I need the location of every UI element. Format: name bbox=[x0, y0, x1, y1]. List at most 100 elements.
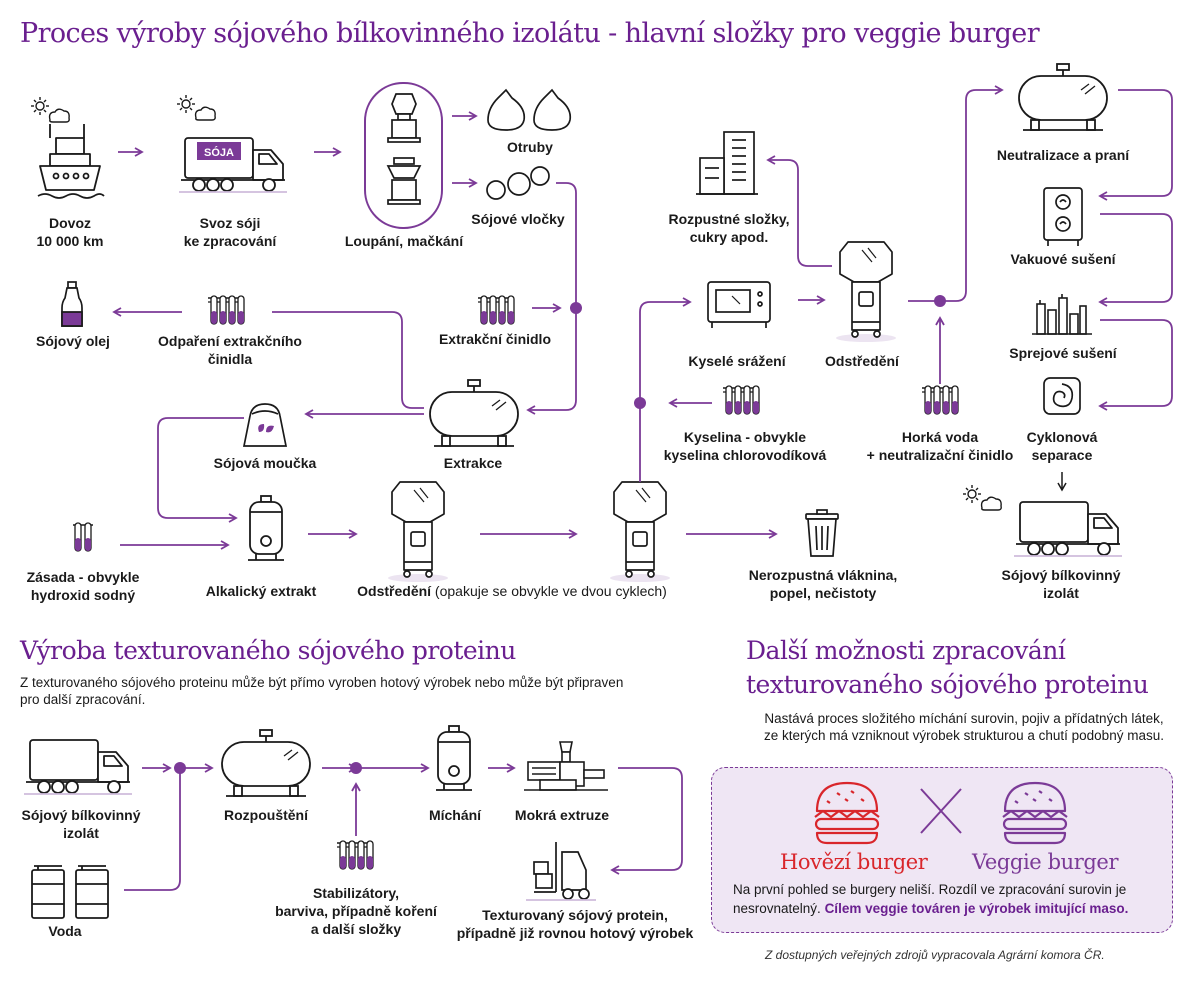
further-title-line2: texturovaného sójového proteinu bbox=[746, 670, 1149, 699]
label-kyselina: Kyselina - obvykle kyselina chlorovodíko… bbox=[652, 428, 838, 464]
label-rozpustne-line1: Rozpustné složky, bbox=[668, 211, 790, 227]
label-svoz-line2: ke zpracování bbox=[183, 233, 277, 249]
junction-dot bbox=[634, 397, 646, 409]
veggie-burger-label: Veggie burger bbox=[972, 850, 1119, 874]
flow-arrows bbox=[112, 85, 1173, 550]
source-note: Z dostupných veřejných zdrojů vypracoval… bbox=[765, 948, 1105, 962]
test-tubes-icon bbox=[921, 385, 959, 415]
alkaline-tank-icon bbox=[435, 725, 473, 791]
label-alkalicky: Alkalický extrakt bbox=[205, 583, 317, 599]
label-olej: Sójový olej bbox=[36, 333, 110, 349]
junction-dot bbox=[570, 302, 582, 314]
label-extruze: Mokrá extruze bbox=[514, 807, 610, 823]
sun-cloud-icon bbox=[962, 484, 1002, 511]
label-extrakce: Extrakce bbox=[443, 455, 503, 471]
label-izolat-line2: izolát bbox=[1043, 585, 1079, 601]
barrel-icon bbox=[31, 865, 65, 919]
label-rozpustne-line2: cukry apod. bbox=[689, 229, 769, 245]
label-nerozpustna-line1: Nerozpustná vláknina, bbox=[748, 567, 898, 583]
further-title-line1: Další možnosti zpracování bbox=[746, 636, 1066, 665]
burger-note: Na první pohled se burgery neliší. Rozdí… bbox=[733, 880, 1163, 918]
textured-intro-line1: Z texturovaného sójového proteinu může b… bbox=[20, 675, 624, 690]
label-kyselina-line2: kyselina chlorovodíková bbox=[663, 447, 827, 463]
label-odstredeni-cycle: Odstředění (opakuje se obvykle ve dvou c… bbox=[354, 582, 670, 600]
label-odpareni-line2: činidla bbox=[207, 351, 253, 367]
test-tubes-icon bbox=[477, 295, 515, 325]
label-izolat-line1: Sójový bílkovinný bbox=[1001, 567, 1121, 583]
tank-icon bbox=[429, 379, 519, 447]
spray-dryer-icon bbox=[1032, 294, 1092, 335]
burger-icon bbox=[813, 781, 881, 845]
label-odpareni: Odpaření extrakčního činidla bbox=[150, 332, 310, 368]
label-hotwater-line2: + neutralizační činidlo bbox=[866, 447, 1014, 463]
oven-icon bbox=[707, 281, 771, 328]
truck-icon bbox=[23, 739, 133, 795]
centrifuge-icon bbox=[387, 481, 449, 583]
label-extrakcni-cinidlo: Extrakční činidlo bbox=[438, 331, 552, 347]
textured-intro-line2: pro další zpracování. bbox=[20, 692, 146, 707]
main-title: Proces výroby sójového bílkovinného izol… bbox=[20, 18, 1040, 49]
label-kysele: Kyselé srážení bbox=[688, 353, 786, 369]
label-svoz-line1: Svoz sóji bbox=[199, 215, 261, 231]
dehuller-icon bbox=[386, 93, 422, 205]
label-vlocky: Sójové vločky bbox=[471, 211, 565, 227]
bag-icon bbox=[487, 88, 572, 131]
flour-sack-icon bbox=[242, 403, 288, 447]
burger-icon bbox=[1001, 781, 1069, 845]
test-tubes-icon bbox=[72, 522, 94, 552]
label-kyselina-line1: Kyselina - obvykle bbox=[683, 429, 807, 445]
flake-icon bbox=[486, 166, 550, 200]
label-odstredeni-bold: Odstředění bbox=[357, 583, 432, 599]
versus-cross-icon bbox=[920, 788, 962, 834]
label-svoz: Svoz sóji ke zpracování bbox=[170, 214, 290, 250]
label-stabil-line2: barviva, případně koření bbox=[275, 903, 437, 919]
alkaline-tank-icon bbox=[247, 495, 285, 561]
label-cyklon-line1: Cyklonová bbox=[1026, 429, 1098, 445]
junction-dot bbox=[174, 762, 186, 774]
label-voda: Voda bbox=[48, 923, 82, 939]
label-odpareni-line1: Odpaření extrakčního bbox=[158, 333, 302, 349]
tank-icon bbox=[1018, 63, 1108, 131]
trash-icon bbox=[805, 509, 839, 557]
truck-label: SÓJA bbox=[204, 146, 234, 159]
textured-title: Výroba texturovaného sójového proteinu bbox=[20, 636, 516, 665]
building-icon bbox=[696, 131, 758, 195]
label-textured-izolat-line1: Sójový bílkovinný bbox=[21, 807, 141, 823]
barrel-icon bbox=[75, 865, 109, 919]
truck-label-box bbox=[197, 142, 241, 160]
junction-dot bbox=[350, 762, 362, 774]
bottle-icon bbox=[61, 281, 83, 327]
test-tubes-icon bbox=[336, 840, 374, 870]
sun-cloud-icon bbox=[30, 96, 70, 123]
cyclone-icon bbox=[1043, 377, 1081, 415]
label-sprejove: Sprejové sušení bbox=[1009, 345, 1117, 361]
extruder-icon bbox=[524, 741, 608, 791]
test-tubes-icon bbox=[207, 295, 245, 325]
centrifuge-icon bbox=[609, 481, 671, 583]
label-zasada: Zásada - obvykle hydroxid sodný bbox=[20, 568, 146, 604]
label-neutralizace: Neutralizace a praní bbox=[996, 147, 1130, 163]
further-intro-line1: Nastává proces složitého míchání surovin… bbox=[764, 711, 1164, 726]
label-textured-izolat: Sójový bílkovinný izolát bbox=[16, 806, 146, 842]
label-hotwater: Horká voda + neutralizační činidlo bbox=[850, 428, 1030, 464]
dryer-icon bbox=[1043, 187, 1083, 246]
label-otruby: Otruby bbox=[507, 139, 553, 155]
ship-icon bbox=[37, 124, 105, 199]
label-dovoz-line2: 10 000 km bbox=[36, 233, 104, 249]
label-hotwater-line1: Horká voda bbox=[901, 429, 979, 445]
centrifuge-icon bbox=[835, 241, 897, 343]
burger-comparison-box bbox=[711, 767, 1173, 933]
label-dovoz-line1: Dovoz bbox=[49, 215, 91, 231]
tank-icon bbox=[221, 729, 311, 797]
burger-note-plain: Na první pohled se burgery neliší. Rozdí… bbox=[733, 882, 1127, 916]
label-zasada-line1: Zásada - obvykle bbox=[26, 569, 140, 585]
label-nerozpustna: Nerozpustná vláknina, popel, nečistoty bbox=[738, 566, 908, 602]
label-stabil-line3: a další složky bbox=[310, 921, 402, 937]
dehuller-frame bbox=[364, 82, 443, 229]
label-nerozpustna-line2: popel, nečistoty bbox=[769, 585, 877, 601]
label-tsp-line1: Texturovaný sójový protein, bbox=[482, 907, 668, 923]
label-textured-izolat-line2: izolát bbox=[63, 825, 99, 841]
burger-note-bold: Cílem veggie továren je výrobek imitujíc… bbox=[824, 901, 1129, 916]
burger-comparison-icons bbox=[813, 781, 1069, 845]
